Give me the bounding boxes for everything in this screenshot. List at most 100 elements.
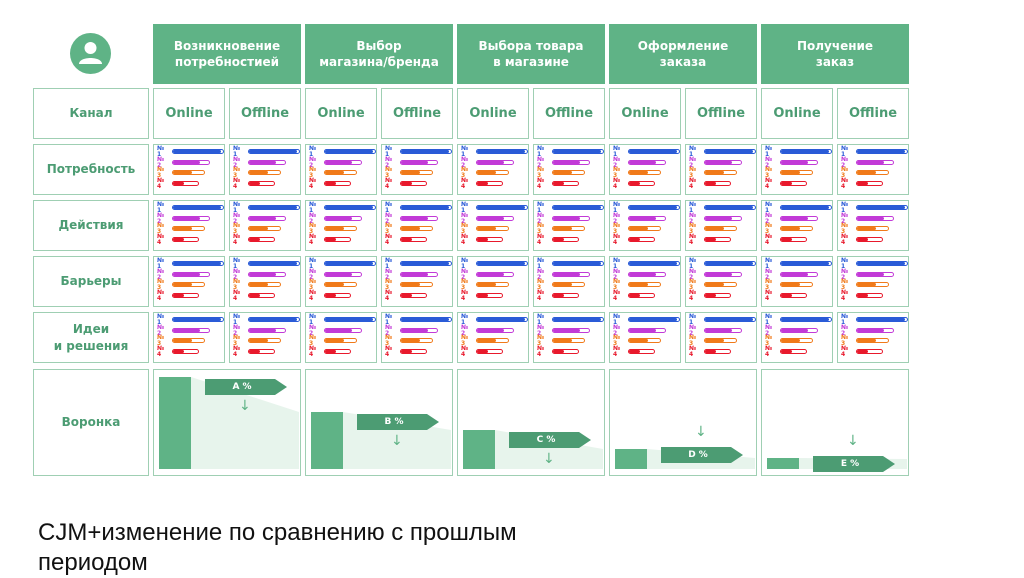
- metric-bar: [552, 327, 590, 333]
- metric-label: № 3: [613, 222, 621, 235]
- metric-label: № 4: [613, 344, 621, 358]
- metric-bar-fill: [325, 237, 337, 241]
- metric-bar-fill: [553, 339, 572, 342]
- metric-label: № 4: [765, 288, 773, 302]
- metric-bar-fill: [857, 206, 905, 209]
- metric-bar: [476, 159, 514, 165]
- metric-label: № 3: [309, 278, 317, 291]
- metric-label: № 2: [385, 323, 393, 337]
- metric-bar-fill: [173, 206, 221, 209]
- metric-row: № 1: [765, 314, 832, 326]
- funnel-label-1: A %: [232, 382, 252, 392]
- metric-label: № 4: [765, 344, 773, 358]
- metric-bar: [552, 348, 579, 354]
- metric-label: № 2: [613, 267, 621, 281]
- metric-bar: [780, 226, 813, 231]
- metric-label: № 4: [233, 176, 241, 190]
- metric-label: № 1: [157, 145, 165, 158]
- metric-bar-fill: [325, 318, 373, 321]
- metric-bar-fill: [249, 293, 261, 297]
- metric-bar: [324, 292, 351, 298]
- metric-row: № 4: [765, 233, 829, 245]
- row-label-2: Потребность: [33, 144, 149, 195]
- metric-bar: [704, 292, 731, 298]
- metric-bar: [324, 180, 351, 186]
- metric-bar: [628, 292, 655, 298]
- channel-offline-stage-5: Offline: [837, 88, 909, 139]
- metric-label: № 4: [461, 176, 469, 190]
- metric-bar: [400, 159, 438, 165]
- metric-label: № 3: [613, 166, 621, 179]
- metric-bar: [248, 261, 300, 266]
- funnel-arrow-shape: [509, 432, 591, 448]
- metric-label: № 4: [765, 176, 773, 190]
- metric-bar: [324, 348, 351, 354]
- metric-label: № 1: [613, 145, 621, 158]
- funnel-label-5: E %: [840, 459, 860, 469]
- metric-bar-fill: [629, 283, 648, 286]
- metric-bar-fill: [477, 150, 525, 153]
- metric-bar-fill: [249, 328, 276, 332]
- metric-label: № 3: [841, 334, 849, 347]
- channel-online-stage-3: Online: [457, 88, 529, 139]
- metric-bar: [324, 226, 357, 231]
- metric-label: № 3: [233, 334, 241, 347]
- metric-bar: [628, 271, 666, 277]
- metric-row: № 1: [461, 258, 528, 270]
- metric-bar-fill: [401, 171, 420, 174]
- metric-bar-fill: [401, 237, 413, 241]
- metric-bar: [476, 215, 514, 221]
- metric-row: № 2: [385, 267, 449, 281]
- metric-bar: [704, 348, 731, 354]
- metric-label: № 3: [309, 334, 317, 347]
- metric-row: № 2: [233, 156, 297, 168]
- metric-row: № 3: [233, 222, 297, 235]
- metric-label: № 2: [385, 267, 393, 281]
- metric-bar: [780, 261, 832, 266]
- metric-bar-fill: [553, 216, 580, 220]
- metric-label: № 4: [309, 232, 317, 246]
- metric-bar: [476, 327, 514, 333]
- metric-label: № 2: [385, 155, 393, 169]
- metric-label: № 4: [157, 344, 165, 358]
- metric-bar-fill: [781, 150, 829, 153]
- metric-label: № 4: [385, 344, 393, 358]
- metric-row: № 4: [233, 289, 297, 301]
- caption-text: CJM+изменение по сравнению с прошлым пер…: [38, 518, 738, 578]
- metric-bar-fill: [249, 227, 268, 230]
- metric-label: № 1: [537, 257, 545, 270]
- metric-label: № 3: [157, 334, 165, 347]
- metric-row: № 2: [461, 268, 525, 280]
- metric-bar-fill: [325, 272, 352, 276]
- metric-label: № 1: [309, 257, 317, 270]
- metric-label: № 4: [461, 344, 469, 358]
- metric-bar: [704, 338, 737, 343]
- metric-bar: [856, 180, 883, 186]
- metric-label: № 3: [233, 222, 241, 235]
- metric-label: № 3: [613, 334, 621, 347]
- metric-bar: [400, 338, 433, 343]
- metric-label: № 2: [689, 267, 697, 281]
- metric-row: № 3: [613, 334, 677, 347]
- metric-row: № 4: [537, 344, 601, 358]
- metric-bar: [172, 292, 199, 298]
- metric-bar: [248, 348, 275, 354]
- metric-label: № 1: [765, 201, 773, 214]
- metric-label: № 1: [537, 201, 545, 214]
- funnel-bar-1: [159, 377, 191, 469]
- metric-label: № 2: [689, 211, 697, 225]
- metric-label: № 3: [537, 278, 545, 291]
- metric-label: № 3: [765, 222, 773, 235]
- metric-label: № 4: [537, 344, 545, 358]
- metric-bar-fill: [629, 150, 677, 153]
- metric-label: № 2: [537, 323, 545, 337]
- metric-bar: [476, 292, 503, 298]
- metric-label: № 2: [309, 211, 317, 225]
- metric-label: № 2: [613, 323, 621, 337]
- metric-label: № 2: [461, 323, 469, 337]
- metric-row: № 4: [613, 344, 677, 358]
- metric-row: № 2: [765, 268, 829, 280]
